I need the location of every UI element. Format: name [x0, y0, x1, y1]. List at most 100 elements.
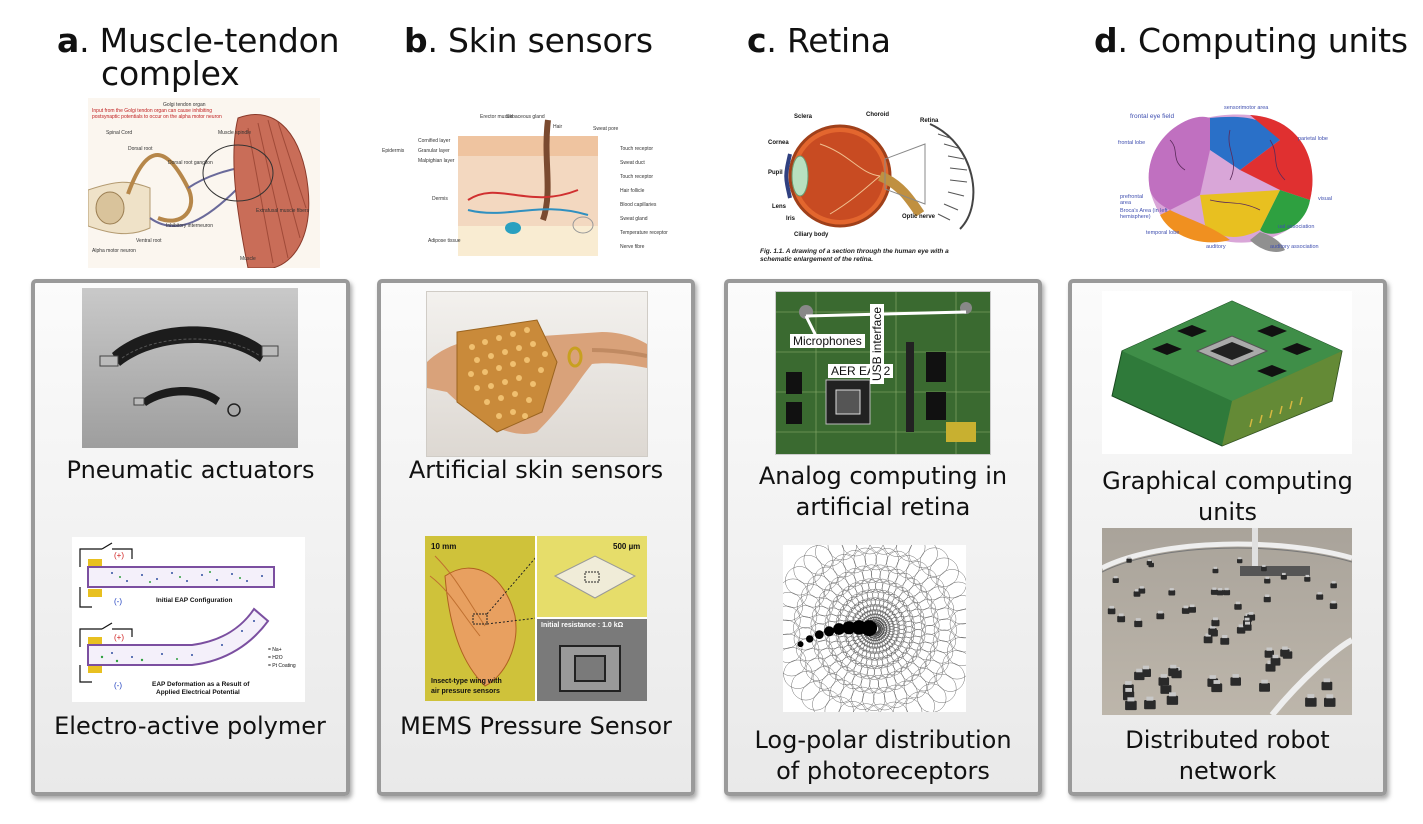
mems-note: Insect-type wing with	[431, 678, 502, 685]
skin-label: Adipose tissue	[428, 238, 461, 244]
mems-scale-label: 500 µm	[613, 542, 641, 551]
muscle-note: Input from the Golgi tendon organ can ca…	[92, 108, 222, 120]
header-title: Computing units	[1138, 21, 1408, 60]
caption-artificial-skin-sensors: Artificial skin sensors	[377, 455, 695, 486]
pneumatic-actuators-photo	[82, 288, 298, 448]
caption-line: units	[1197, 498, 1257, 526]
brain-label: ual association	[1278, 224, 1315, 230]
eap-deformed-label: Applied Electrical Potential	[156, 689, 240, 696]
skin-label: Hair follicle	[620, 188, 645, 194]
muscle-label: Dorsal root ganglion	[168, 160, 213, 166]
mems-scale-label: 10 mm	[431, 542, 457, 551]
caption-distributed-robot: Distributed robot network	[1068, 725, 1387, 787]
brain-label: prefrontal area	[1120, 194, 1144, 206]
skin-label: Sebaceous gland	[506, 114, 545, 120]
caption-line: Artificial skin sensors	[408, 456, 664, 484]
eye-label: Lens	[772, 204, 787, 210]
graphics-card-photo	[1102, 291, 1352, 454]
header-c: c. Retina	[747, 21, 891, 60]
caption-line: Graphical computing	[1102, 467, 1353, 495]
muscle-label: Ventral root	[136, 238, 162, 244]
board-usb-label: USB interface	[870, 303, 884, 384]
skin-label: Dermis	[432, 196, 448, 202]
eap-plus-label: (+)	[114, 633, 124, 642]
header-letter: d	[1094, 21, 1118, 60]
eye-label: Choroid	[866, 112, 889, 118]
eap-plus-label: (+)	[114, 551, 124, 560]
robot-network-photo	[1102, 528, 1352, 715]
muscle-label: Muscle spindle	[218, 130, 252, 136]
muscle-label: Spinal Cord	[106, 130, 133, 136]
eye-label: Cornea	[768, 140, 789, 146]
artificial-skin-photo	[426, 291, 648, 457]
header-letter: c	[747, 21, 767, 60]
skin-label: Touch receptor	[620, 146, 654, 152]
caption-mems-pressure-sensor: MEMS Pressure Sensor	[377, 711, 695, 742]
caption-line: of photoreceptors	[776, 757, 990, 785]
skin-label: Temperature receptor	[620, 230, 668, 236]
header-letter: b	[404, 21, 428, 60]
header-d: d. Computing units	[1094, 21, 1408, 60]
skin-label: Cornified layer	[418, 138, 451, 144]
skin-label: Erector muscle	[480, 114, 514, 120]
eap-diagram: (+) (-) Initial EAP Configuration (+) (-…	[72, 537, 305, 702]
eye-caption: Fig. 1.1. A drawing of a section through…	[760, 248, 949, 263]
caption-line: Pneumatic actuators	[66, 456, 315, 484]
eap-minus-label: (-)	[114, 681, 122, 690]
muscle-label: Golgi tendon organ	[163, 102, 206, 108]
eye-label: Iris	[786, 216, 796, 222]
caption-analog-computing: Analog computing in artificial retina	[724, 461, 1042, 523]
skin-label: Nerve fibre	[620, 244, 645, 250]
skin-illustration: Cornified layer Granular layer Malpighia…	[378, 110, 678, 260]
caption-line: Electro-active polymer	[54, 712, 326, 740]
eap-legend-item: = Pt Coating	[268, 663, 296, 669]
header-title: Muscle-tendon	[99, 21, 340, 60]
caption-pneumatic-actuators: Pneumatic actuators	[31, 455, 350, 486]
muscle-tendon-illustration: Input from the Golgi tendon organ can ca…	[88, 98, 320, 268]
log-polar-photoreceptors-image	[783, 545, 966, 712]
eye-label: Retina	[920, 118, 939, 124]
eap-deformed-label: EAP Deformation as a Result of	[152, 681, 250, 688]
mems-note: air pressure sensors	[431, 688, 500, 695]
brain-label: frontal eye field	[1130, 113, 1175, 120]
header-b: b. Skin sensors	[404, 21, 653, 60]
skin-label: Blood capillaries	[620, 202, 657, 208]
eye-label: Sclera	[794, 114, 813, 120]
skin-label: Granular layer	[418, 148, 450, 154]
header-title: Skin sensors	[448, 21, 653, 60]
brain-label: parietal lobe	[1298, 136, 1328, 142]
skin-label: Sweat pore	[593, 126, 619, 132]
caption-line: artificial retina	[795, 493, 971, 521]
caption-graphical-computing: Graphical computing units	[1068, 466, 1387, 528]
skin-label: Malpighian layer	[418, 158, 455, 164]
caption-line: MEMS Pressure Sensor	[400, 712, 672, 740]
caption-log-polar: Log-polar distribution of photoreceptors	[724, 725, 1042, 787]
header-a: a. Muscle-tendon complex	[57, 21, 340, 93]
skin-label: Hair	[553, 124, 563, 130]
muscle-label: Dorsal root	[128, 146, 153, 152]
brain-label: frontal lobe	[1118, 140, 1146, 146]
caption-line: Log-polar distribution	[754, 726, 1012, 754]
brain-label: sensorimotor area	[1224, 105, 1269, 111]
muscle-label: Inhibitory interneuron	[166, 223, 213, 229]
eye-label: Pupil	[768, 170, 783, 176]
skin-label: Sweat duct	[620, 160, 645, 166]
skin-label: Touch receptor	[620, 174, 654, 180]
board-mic-label: Microphones	[790, 334, 865, 348]
mems-pressure-sensor-photo: 10 mm 500 µm Insect-type wing with air p…	[425, 536, 647, 701]
analog-retina-board-photo: Microphones AER EAR2 USB interface	[775, 291, 991, 455]
brain-label: visual	[1318, 196, 1333, 202]
caption-electro-active-polymer: Electro-active polymer	[0, 711, 388, 742]
skin-label: Sweat gland	[620, 216, 648, 222]
eye-label: Ciliary body	[794, 232, 829, 238]
brain-label: auditory	[1206, 244, 1226, 250]
eap-initial-label: Initial EAP Configuration	[156, 597, 233, 604]
muscle-label: Muscle	[240, 256, 256, 262]
eap-legend-item: = H2O	[268, 655, 283, 661]
eye-illustration: Sclera Choroid Retina Cornea Pupil Lens …	[760, 104, 992, 268]
brain-label: Broca's Area (in left hemisphere)	[1120, 208, 1168, 220]
mems-resistance: Initial resistance : 1.0 kΩ	[541, 622, 624, 629]
eap-minus-label: (-)	[114, 597, 122, 606]
header-title: Retina	[786, 21, 891, 60]
muscle-label: Extrafusal muscle fibers	[256, 208, 310, 214]
